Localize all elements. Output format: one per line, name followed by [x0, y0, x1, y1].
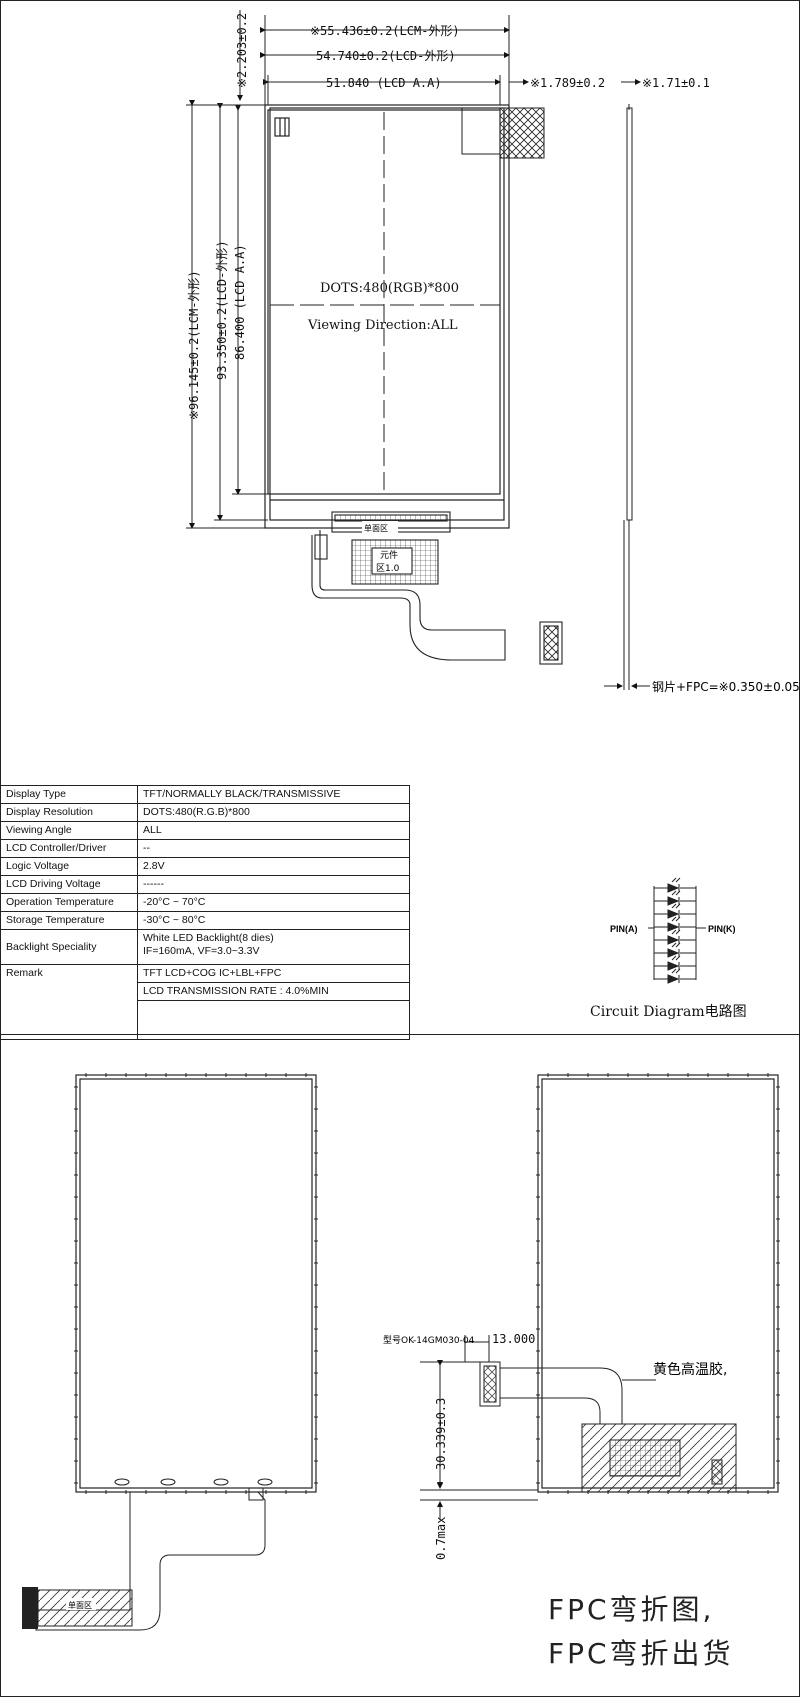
dim-side-171: ※1.71±0.1: [642, 76, 710, 90]
lcm-outline: [264, 104, 510, 529]
spec-value: TFT/NORMALLY BLACK/TRANSMISSIVE: [137, 785, 410, 804]
pin-a-label: PIN(A): [610, 924, 638, 934]
spec-value: DOTS:480(R.G.B)*800: [137, 803, 410, 822]
dim-lcd-width: 54.740±0.2(LCD-外形): [316, 49, 456, 63]
spec-value: ALL: [137, 821, 410, 840]
led-array: [654, 877, 696, 984]
circuit-diagram: [648, 886, 706, 980]
led-symbol: [654, 877, 696, 893]
led-symbol: [654, 903, 696, 919]
spec-key: Viewing Angle: [0, 821, 138, 840]
spec-value: -30°C ~ 80°C: [137, 911, 410, 930]
spec-value: --: [137, 839, 410, 858]
pin-k-label: PIN(K): [708, 924, 736, 934]
fpc-single-area-label: 单面区: [364, 523, 388, 533]
spec-key: Logic Voltage: [0, 857, 138, 876]
dim-aa-height: 86.400 (LCD A.A): [233, 244, 247, 360]
spec-row: LCD Driving Voltage------: [0, 875, 410, 894]
spec-row: Operation Temperature-20°C ~ 70°C: [0, 893, 410, 912]
remark-line1: TFT LCD+COG IC+LBL+FPC: [137, 964, 410, 983]
backlight-line2: IF=160mA, VF=3.0~3.3V: [143, 945, 260, 957]
led-symbol: [654, 955, 696, 971]
spec-row: Storage Temperature-30°C ~ 80°C: [0, 911, 410, 930]
spec-row-remark: Remark TFT LCD+COG IC+LBL+FPC: [0, 964, 410, 1040]
tab-hatch: [499, 107, 545, 159]
spec-key: Display Type: [0, 785, 138, 804]
panel-dots-label: DOTS:480(RGB)*800: [320, 281, 459, 296]
spec-key: Remark: [0, 964, 138, 1040]
spec-row-backlight: Backlight Speciality White LED Backlight…: [0, 929, 410, 965]
fpc-zone-label: 区1.0: [376, 563, 400, 574]
spec-key: Backlight Speciality: [0, 929, 138, 965]
backlight-line1: White LED Backlight(8 dies): [143, 932, 274, 944]
caption-line2: FPC弯折出货: [548, 1637, 734, 1670]
spec-key: Operation Temperature: [0, 893, 138, 912]
spec-key: LCD Controller/Driver: [0, 839, 138, 858]
led-symbol: [654, 916, 696, 932]
spec-row-remark-2: LCD TRANSMISSION RATE : 4.0%MIN: [1, 982, 410, 1001]
dim-thickness: 钢片+FPC=※0.350±0.05: [652, 680, 800, 694]
spec-value: ------: [137, 875, 410, 894]
panel-viewing-label: Viewing Direction:ALL: [307, 318, 458, 333]
spec-key: Storage Temperature: [0, 911, 138, 930]
remark-line2: LCD TRANSMISSION RATE : 4.0%MIN: [137, 982, 410, 1001]
caption-line1: FPC弯折图,: [548, 1593, 715, 1626]
led-symbol: [654, 968, 696, 984]
dim-lcm-height: ※96.145±0.2(LCM-外形): [187, 270, 201, 420]
circuit-caption: Circuit Diagram电路图: [590, 1004, 747, 1020]
dim-lcd-height: 93.350±0.2(LCD-外形): [215, 240, 229, 380]
dim-top-offset: ※2.203±0.2: [235, 13, 249, 88]
spec-value: -20°C ~ 70°C: [137, 893, 410, 912]
side-view: [604, 104, 650, 690]
spec-value: White LED Backlight(8 dies) IF=160mA, VF…: [137, 929, 410, 965]
dim-side-1789: ※1.789±0.2: [530, 76, 605, 90]
dim-lcm-width: ※55.436±0.2(LCM-外形): [310, 24, 460, 38]
led-symbol: [654, 929, 696, 945]
front-view-drawing: ※55.436±0.2(LCM-外形) 54.740±0.2(LCD-外形) 5…: [186, 10, 800, 1020]
fpc-tail: [311, 511, 563, 665]
spec-row-blank: [1, 1000, 410, 1040]
spec-value: 2.8V: [137, 857, 410, 876]
led-symbol: [654, 890, 696, 906]
fpc-component-label: 元件: [380, 549, 398, 561]
dim-aa-width: 51.840 (LCD A.A): [326, 76, 442, 90]
spec-key: LCD Driving Voltage: [0, 875, 138, 894]
led-symbol: [654, 942, 696, 958]
spec-row: LCD Controller/Driver--: [0, 839, 410, 858]
spec-key: Display Resolution: [0, 803, 138, 822]
